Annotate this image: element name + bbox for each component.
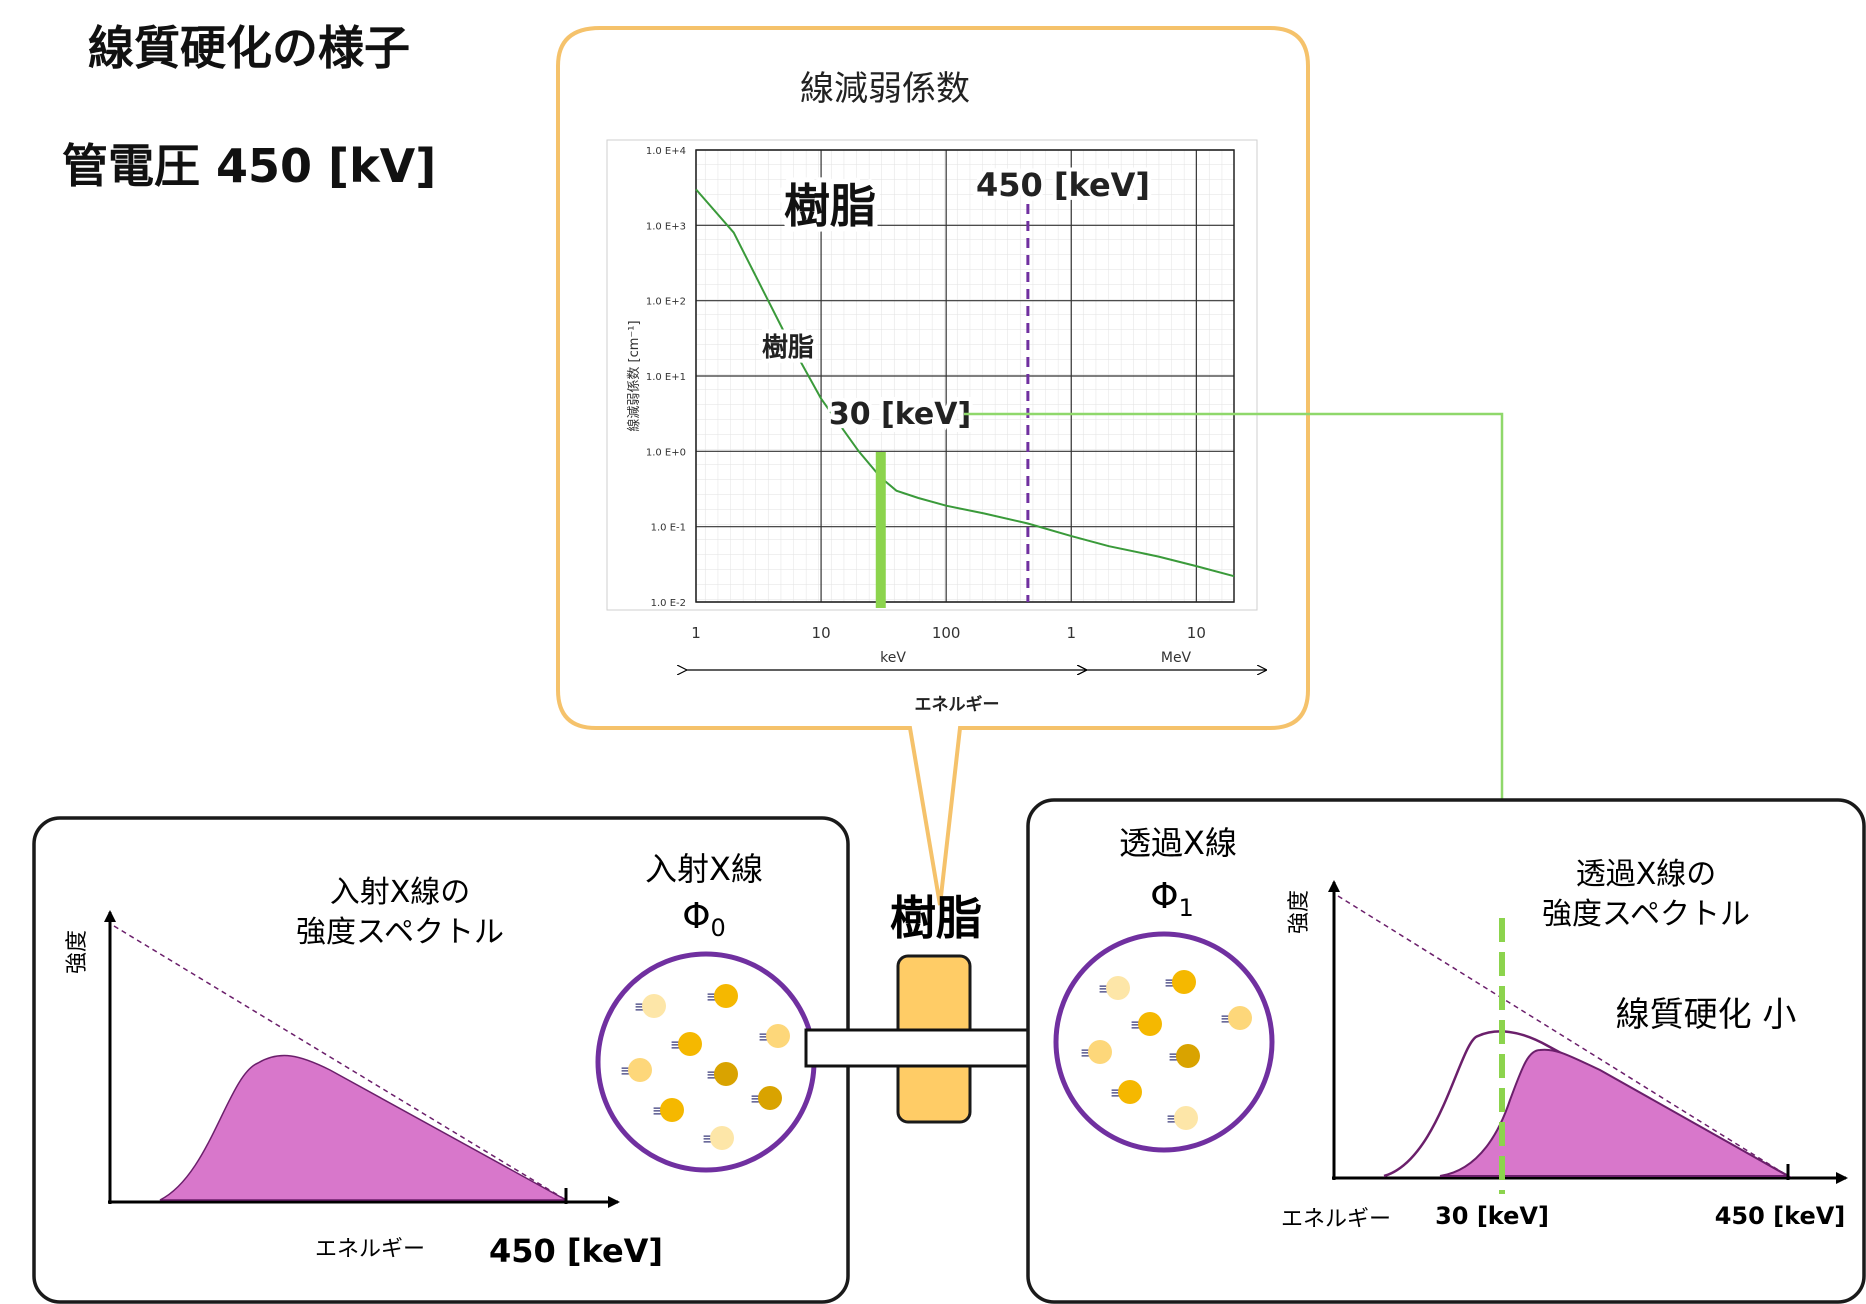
incident-photons: ≡≡≡≡≡≡≡≡≡	[620, 984, 790, 1150]
transmitted-beam-symbol: Φ1	[1150, 876, 1194, 922]
transmitted-x-end-label: 450 [keV]	[1715, 1202, 1846, 1230]
incident-ideal-line	[113, 925, 567, 1201]
photon: ≡	[1130, 1012, 1162, 1036]
hardening-label: 線質硬化 小	[1616, 995, 1797, 1035]
transmitted-x-mid-label: 30 [keV]	[1435, 1202, 1549, 1230]
x-tick-label: 100	[932, 624, 961, 642]
y-tick-label: 1.0 E+4	[646, 146, 686, 157]
photon: ≡	[634, 994, 666, 1018]
transmitted-spectrum	[1439, 1048, 1792, 1177]
photon: ≡	[620, 1058, 652, 1082]
photon: ≡	[670, 1032, 702, 1056]
photon: ≡	[1166, 1106, 1198, 1130]
photon: ≡	[652, 1098, 684, 1122]
resin-attenuation-curve	[695, 188, 1235, 578]
y-tick-label: 1.0 E+2	[646, 297, 686, 308]
x-tick-label: 10	[1187, 624, 1206, 642]
graph-xlabel: エネルギー	[915, 695, 1000, 715]
transmitted-spectrum-title-1: 透過X線の	[1576, 857, 1717, 892]
graph-unit-kev: keV	[880, 650, 906, 666]
transmitted-xlabel: エネルギー	[1281, 1207, 1391, 1232]
graph-marker-label: 30 [keV]	[829, 397, 971, 432]
incident-spectrum	[159, 1054, 567, 1201]
y-tick-label: 1.0 E+0	[646, 447, 686, 458]
incident-beam-title: 入射X線	[645, 850, 763, 888]
incident-reference-curve	[1383, 1030, 1789, 1178]
photon: ≡	[1098, 976, 1130, 1000]
transmitted-photons: ≡≡≡≡≡≡≡≡	[1080, 970, 1252, 1130]
photon: ≡	[1168, 1044, 1200, 1068]
photon: ≡	[1220, 1006, 1252, 1030]
photon: ≡	[758, 1024, 790, 1048]
attenuation-graph: 1.0 E+4 1.0 E+3 1.0 E+2 1.0 E+1 1.0 E+0 1.0 E…	[606, 139, 1266, 715]
graph-curve-label: 樹脂	[762, 333, 814, 363]
graph-heading: 線減弱係数	[800, 69, 970, 109]
photon: ≡	[750, 1086, 782, 1110]
graph-material-label: 樹脂	[784, 179, 876, 233]
incident-beam-symbol: Φ0	[682, 896, 726, 942]
y-tick-label: 1.0 E-1	[651, 523, 686, 534]
graph-x-tick-labels: 1 10 100 1 10	[691, 624, 1206, 642]
absorber-label: 樹脂	[890, 891, 982, 945]
photon: ≡	[1164, 970, 1196, 994]
graph-ylabel: 線減弱係数 [cm⁻¹]	[626, 320, 642, 431]
transmitted-ideal-line	[1337, 895, 1789, 1177]
incident-spectrum-title-1: 入射X線の	[330, 875, 471, 910]
graph-y-tick-labels: 1.0 E+4 1.0 E+3 1.0 E+2 1.0 E+1 1.0 E+0 1.0 E…	[646, 146, 686, 609]
x-tick-label: 1	[691, 624, 701, 642]
photon: ≡	[702, 1126, 734, 1150]
photon: ≡	[706, 984, 738, 1008]
transmitted-ylabel: 強度	[1287, 890, 1312, 934]
y-tick-label: 1.0 E-2	[651, 598, 686, 609]
graph-plot-frame	[695, 149, 1235, 603]
photon: ≡	[706, 1062, 738, 1086]
incident-x-end-label: 450 [keV]	[489, 1232, 663, 1270]
photon: ≡	[1080, 1040, 1112, 1064]
transmitted-beam-title: 透過X線	[1119, 824, 1237, 862]
incident-ylabel: 強度	[65, 930, 90, 974]
tube-voltage-label: 管電圧 450 [kV]	[62, 139, 437, 193]
y-tick-label: 1.0 E+3	[646, 221, 686, 232]
transmitted-spectrum-title-2: 強度スペクトル	[1542, 897, 1750, 932]
graph-voltage-label: 450 [keV]	[976, 166, 1150, 204]
transmitted-beam-circle	[1053, 931, 1275, 1153]
incident-xlabel: エネルギー	[315, 1237, 425, 1262]
photon: ≡	[1110, 1080, 1142, 1104]
incident-spectrum-title-2: 強度スペクトル	[296, 915, 504, 950]
x-tick-label: 10	[812, 624, 831, 642]
graph-unit-mev: MeV	[1161, 650, 1192, 666]
page-title: 線質硬化の様子	[88, 21, 410, 75]
x-tick-label: 1	[1066, 624, 1076, 642]
guide-arrow	[964, 412, 1504, 910]
y-tick-label: 1.0 E+1	[646, 372, 686, 383]
